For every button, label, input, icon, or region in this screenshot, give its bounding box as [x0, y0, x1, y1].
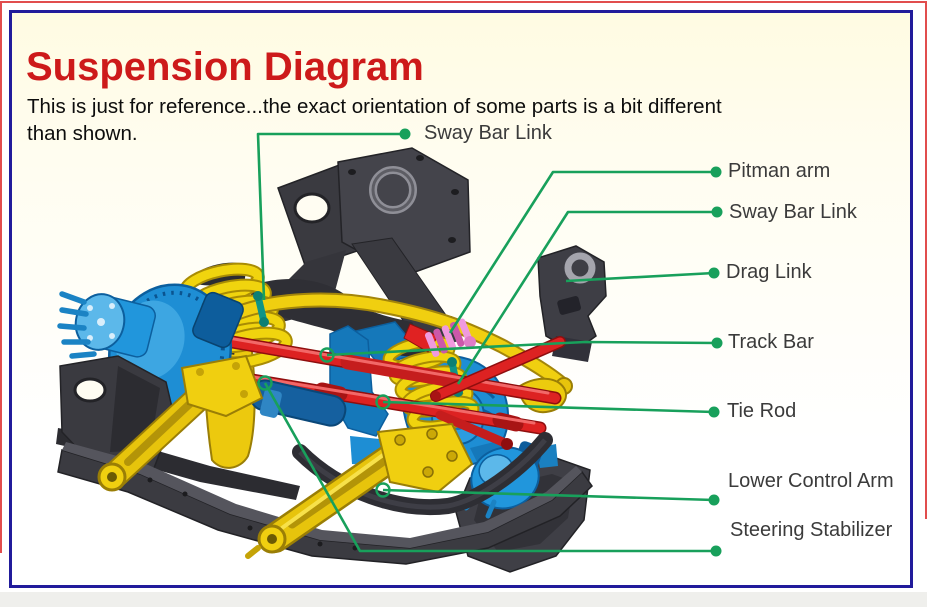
page-title: Suspension Diagram: [26, 44, 424, 89]
callout-ring-tie-rod: [375, 394, 391, 410]
callout-ring-steering-stabilizer: [257, 375, 273, 391]
callout-label-sway-bar-link: Sway Bar Link: [729, 201, 857, 223]
callout-dot: [710, 545, 722, 557]
outer-bottom-strip: [0, 592, 927, 607]
outer-red-border-left: [0, 3, 2, 553]
callout-dot: [399, 128, 411, 140]
callout-ring-track-bar: [319, 347, 335, 363]
callout-label-tie-rod: Tie Rod: [727, 400, 797, 422]
lower-control-arm-right: [245, 422, 474, 559]
lower-control-arm-left: [97, 354, 264, 492]
callout-label-steering-stabilizer: Steering Stabilizer: [730, 519, 893, 541]
callout-ring-lower-control-arm: [375, 482, 391, 498]
callout-line-track-bar: [326, 340, 718, 357]
callout-line-sway-bar-link: [456, 210, 717, 385]
callout-dot: [708, 406, 720, 418]
page-subtitle: This is just for reference...the exact o…: [27, 94, 722, 145]
brake-caliper: [192, 291, 244, 349]
outer-red-border-right: [925, 3, 927, 519]
callout-dot: [710, 166, 722, 178]
callout-dot: [708, 267, 720, 279]
callout-line-pitman-arm: [448, 170, 716, 334]
callout-label-sway-bar-link-top: Sway Bar Link: [424, 122, 552, 144]
callout-label-drag-link: Drag Link: [726, 261, 812, 283]
callout-dot: [711, 206, 723, 218]
sway-bar-end-link-left: [253, 291, 269, 327]
callout-line-steering-stabilizer: [263, 382, 716, 553]
callout-dot: [708, 494, 720, 506]
callout-line-lower-control-arm: [382, 488, 715, 502]
outer-red-border-top: [0, 1, 927, 3]
callout-dot: [711, 337, 723, 349]
drag-link: [430, 336, 566, 402]
callout-label-lower-control-arm: Lower Control Arm: [728, 470, 894, 492]
callout-lines: [256, 128, 723, 557]
callout-line-sway-bar-link-top: [256, 132, 405, 301]
callout-line-tie-rod: [382, 400, 715, 414]
callout-line-drag-link: [565, 271, 715, 283]
callout-label-pitman-arm: Pitman arm: [728, 160, 831, 182]
callout-label-track-bar: Track Bar: [728, 331, 814, 353]
